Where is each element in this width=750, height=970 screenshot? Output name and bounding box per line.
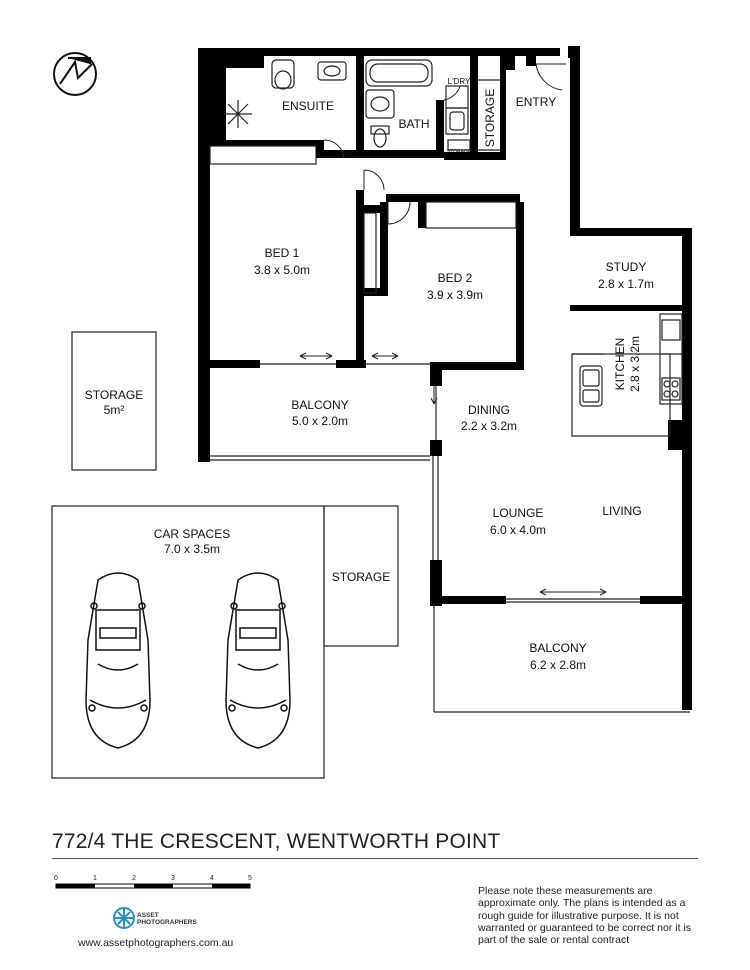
storage-cage-size: 5m²: [104, 403, 125, 417]
website-link[interactable]: www.assetphotographers.com.au: [78, 937, 234, 949]
entry-label: ENTRY: [516, 95, 556, 109]
scale-label: 1: [93, 875, 97, 882]
bed2-name: BED 2: [438, 271, 473, 285]
laundry-label: L'DRY: [448, 77, 471, 86]
study-size: 2.8 x 1.7m: [598, 277, 654, 291]
carspaces-size: 7.0 x 3.5m: [164, 542, 220, 556]
scale-label: 2: [132, 875, 136, 882]
balcony1-size: 5.0 x 2.0m: [292, 414, 348, 428]
storage-car-label: STORAGE: [332, 570, 390, 584]
kitchen-name: KITCHEN: [613, 338, 627, 391]
storage-small-label: STORAGE: [447, 149, 472, 155]
carspaces-name: CAR SPACES: [154, 527, 230, 541]
assetphotographers-logo-icon: [113, 907, 135, 929]
north-arrow-icon: [53, 52, 97, 96]
bed1-size: 3.8 x 5.0m: [254, 263, 310, 277]
bed2-size: 3.9 x 3.9m: [427, 288, 483, 302]
car-icon: [85, 572, 151, 749]
lounge-size: 6.0 x 4.0m: [490, 523, 546, 537]
scale-label: 3: [171, 875, 175, 882]
disclaimer-text: Please note these measurements are appro…: [478, 885, 692, 947]
bath-label: BATH: [398, 117, 429, 131]
storage-hall-label: STORAGE: [483, 89, 497, 147]
car-icon: [225, 572, 291, 749]
doors: [299, 63, 607, 596]
brand-line-1: ASSET: [137, 912, 159, 919]
bed1-name: BED 1: [265, 246, 300, 260]
scale-label: 4: [210, 875, 214, 882]
balcony2-name: BALCONY: [529, 641, 586, 655]
walls: [198, 46, 692, 710]
ensuite-label: ENSUITE: [282, 99, 334, 113]
study-name: STUDY: [606, 260, 647, 274]
property-address: 772/4 THE CRESCENT, WENTWORTH POINT: [52, 830, 501, 853]
brand-line-2: PHOTOGRAPHERS: [137, 919, 197, 926]
scale-label: 0: [54, 875, 58, 882]
dining-name: DINING: [468, 403, 510, 417]
thin-lines: [51, 59, 690, 779]
dining-size: 2.2 x 3.2m: [461, 419, 517, 433]
scale-bar: 0 1 2 3 4 5: [54, 875, 252, 889]
skylight-icon: [224, 100, 252, 128]
balcony2-size: 6.2 x 2.8m: [530, 658, 586, 672]
scale-label: 5: [248, 875, 252, 882]
balcony1-name: BALCONY: [291, 398, 348, 412]
kitchen-size: 2.8 x 3.2m: [628, 336, 642, 392]
brand-name: ASSET PHOTOGRAPHERS: [137, 912, 197, 926]
divider: [52, 858, 698, 859]
storage-cage-name: STORAGE: [85, 388, 143, 402]
living-label: LIVING: [602, 504, 641, 518]
lounge-name: LOUNGE: [493, 506, 544, 520]
